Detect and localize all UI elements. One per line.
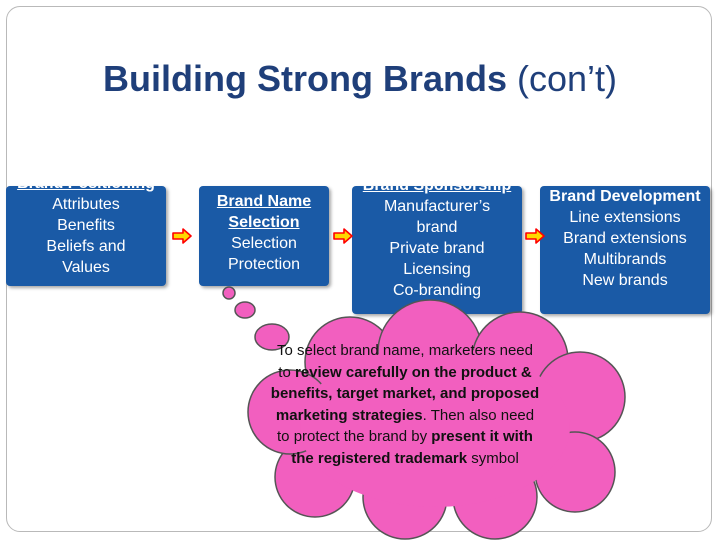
brand-positioning-box: Brand Positioning Attributes Benefits Be… [6,186,166,286]
box-item: Multibrands [583,251,667,268]
right-arrow-icon [172,228,192,244]
box-item: Private brand [389,240,485,257]
brand-development-title: Brand Development [549,188,701,205]
box-item: Line extensions [569,209,681,226]
brand-sponsorship-box: Brand Sponsorship Manufacturer’s brand P… [352,186,522,314]
slide-title-suffix: (con’t) [506,58,617,99]
right-arrow-icon [333,228,353,244]
callout-bold-2: present it with the registered trademark [291,428,533,467]
callout-bold-1: review carefully on the product & benefi… [270,363,540,424]
box-item: Beliefs and [46,238,126,255]
box-item: Values [62,259,110,276]
brand-name-selection-box: Brand Name Selection Selection Protectio… [199,186,329,286]
brand-positioning-title: Brand Positioning [6,186,166,194]
brand-name-selection-title: Brand Name Selection [216,193,312,231]
callout-text: To select brand name, marketers need to … [270,340,540,469]
right-arrow-icon [525,228,545,244]
callout-text-2: . Then also need to protect the brand by [277,406,535,446]
box-item: Selection [231,235,297,252]
box-item: Protection [227,256,301,273]
slide-title-bold: Building Strong Brands [102,58,507,99]
box-item: Licensing [403,261,471,278]
box-item: Brand extensions [563,230,687,247]
box-item: Manufacturer’s [383,198,491,215]
callout-text-1: To select brand name, marketers need to [277,342,533,381]
box-item: brand [416,219,458,236]
brand-development-box: Brand Development Line extensions Brand … [540,186,710,314]
brand-sponsorship-title: Brand Sponsorship [352,186,522,196]
thought-cloud-icon [222,286,626,540]
box-item: New brands [582,272,668,289]
brand-development-heading: Brand Development [540,186,710,207]
box-item: Benefits [57,217,115,234]
box-item: Attributes [52,196,120,213]
callout-text-3: symbol [467,449,519,467]
box-item: Co-branding [392,282,482,299]
slide-title: Building Strong Brands (con’t) [0,58,720,100]
